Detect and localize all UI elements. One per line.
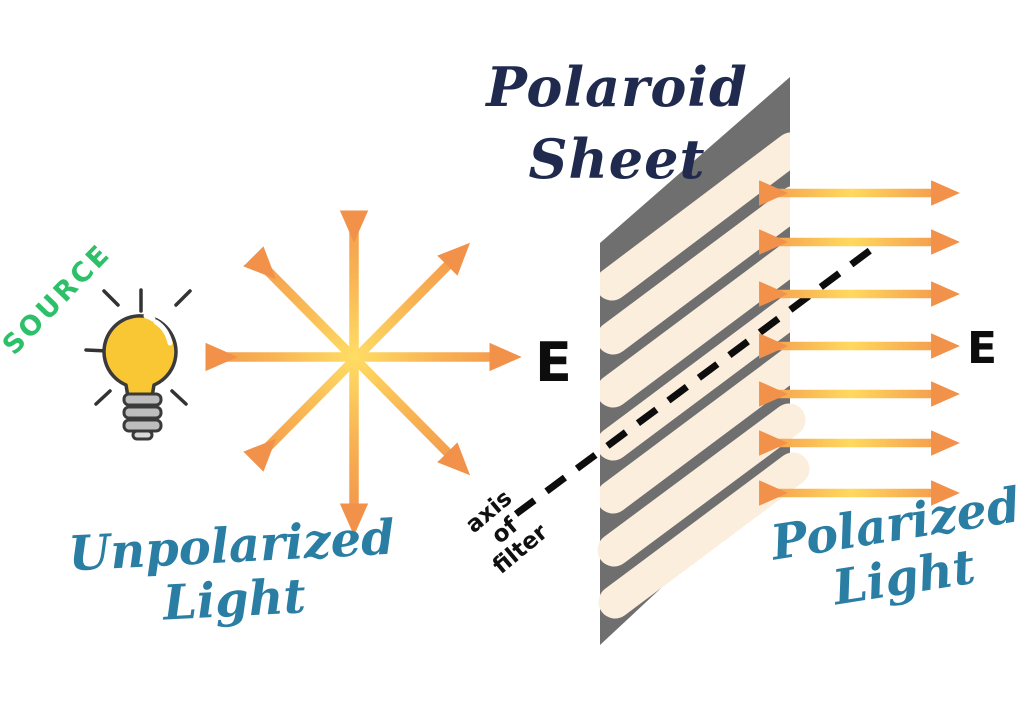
polarized-light-arrows (759, 180, 960, 506)
bulb-rays (84, 288, 192, 406)
unpolarized-light-label: Unpolarized Light (50, 510, 415, 637)
bulb-highlight (153, 319, 173, 346)
unpolarized-arrow-diagonal-down (243, 246, 471, 476)
filter-stripe (600, 132, 790, 301)
light-bulb-icon (84, 288, 192, 441)
title-line-2: Sheet (528, 126, 706, 191)
filter-stripe (600, 238, 790, 408)
bulb-highlight-small (143, 313, 156, 322)
e-field-label-left: E (535, 331, 572, 394)
title-polaroid-sheet: Polaroid Sheet (467, 52, 767, 196)
unpolarized-light-arrows (205, 210, 522, 536)
title-line-1: Polaroid (486, 55, 748, 119)
filter-stripe (600, 185, 790, 355)
e-field-label-right: E (967, 323, 998, 374)
bulb-base (122, 392, 163, 441)
